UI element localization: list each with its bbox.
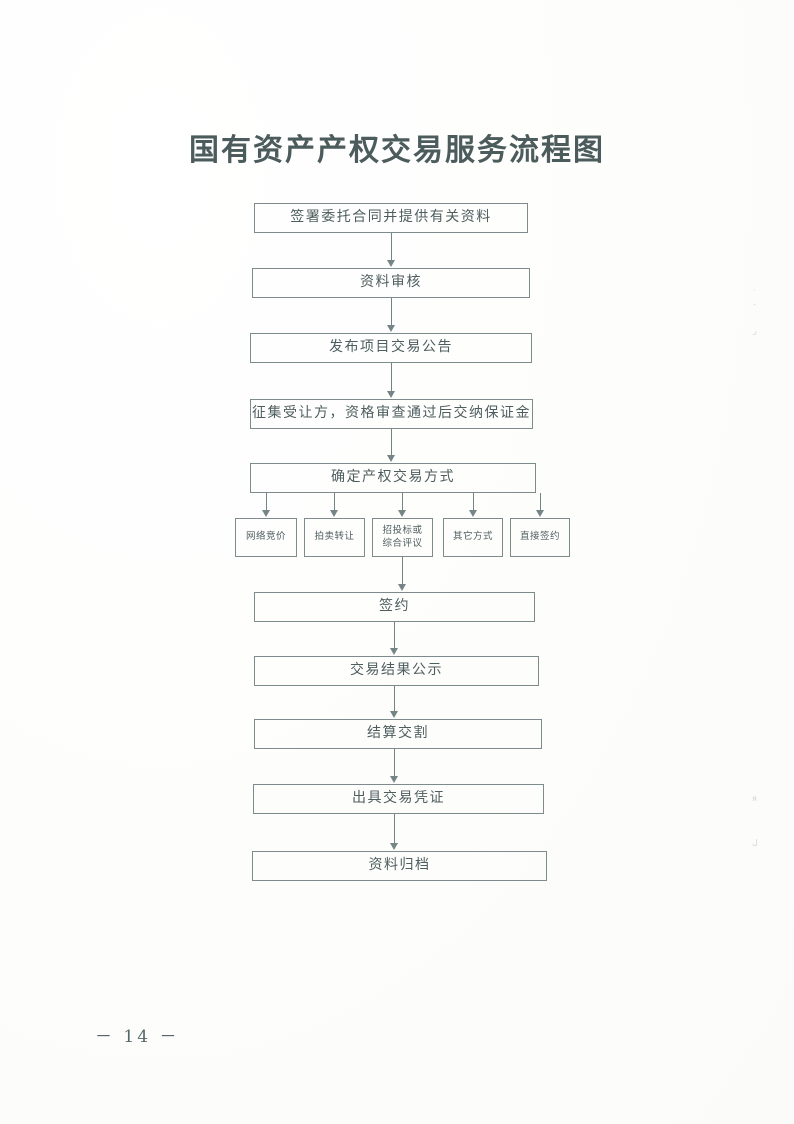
connector-step7-step8 bbox=[394, 686, 395, 712]
margin-mark-1: · bbox=[753, 286, 756, 295]
flow-node-step-7: 交易结果公示 bbox=[254, 656, 539, 686]
arrowhead-branch2 bbox=[329, 510, 338, 517]
arrowhead-step6 bbox=[397, 584, 406, 591]
flow-node-branch-4: 其它方式 bbox=[443, 518, 503, 557]
connector-step5-branch2 bbox=[334, 493, 335, 511]
arrowhead-step3 bbox=[387, 325, 395, 332]
margin-mark-3: ر bbox=[753, 326, 757, 335]
flow-node-branch-5: 直接签约 bbox=[510, 518, 570, 557]
arrowhead-step9 bbox=[389, 776, 398, 783]
flow-node-step-2: 资料审核 bbox=[252, 268, 530, 298]
arrowhead-step4 bbox=[387, 391, 395, 398]
arrowhead-branch3 bbox=[397, 510, 406, 517]
flow-node-branch-3: 招投标或 综合评议 bbox=[372, 518, 433, 557]
flow-node-step-8: 结算交割 bbox=[254, 719, 542, 749]
arrowhead-step7 bbox=[389, 648, 398, 655]
connector-step5-branch1 bbox=[266, 493, 267, 511]
arrowhead-step2 bbox=[387, 260, 395, 267]
connector-step4-step5 bbox=[391, 429, 392, 456]
flow-node-step-4: 征集受让方，资格审查通过后交纳保证金 bbox=[250, 399, 533, 429]
flow-node-branch-2: 拍卖转让 bbox=[304, 518, 365, 557]
connector-step8-step9 bbox=[394, 749, 395, 777]
connector-step9-step10 bbox=[394, 814, 395, 844]
connector-step5-branch5 bbox=[540, 493, 541, 511]
flow-node-step-1: 签署委托合同并提供有关资料 bbox=[254, 203, 528, 233]
connector-step1-step2 bbox=[391, 233, 392, 261]
arrowhead-branch4 bbox=[468, 510, 477, 517]
arrowhead-step10 bbox=[389, 843, 398, 850]
arrowhead-step5 bbox=[387, 455, 395, 462]
connector-step5-branch4 bbox=[473, 493, 474, 511]
arrowhead-branch1 bbox=[261, 510, 270, 517]
page-title: 国有资产产权交易服务流程图 bbox=[189, 133, 605, 168]
arrowhead-step8 bbox=[389, 711, 398, 718]
flow-node-step-3: 发布项目交易公告 bbox=[250, 333, 532, 363]
margin-mark-5: ل bbox=[752, 838, 758, 847]
connector-step6-step7 bbox=[394, 622, 395, 649]
page-number: － 14 － bbox=[95, 1027, 180, 1047]
flow-node-step-10: 资料归档 bbox=[252, 851, 547, 881]
branch-3-line-2: 综合评议 bbox=[382, 537, 423, 549]
flow-node-step-6: 签约 bbox=[254, 592, 535, 622]
flow-node-step-9: 出具交易凭证 bbox=[253, 784, 544, 814]
flow-node-branch-1: 网络竞价 bbox=[235, 518, 297, 557]
connector-step3-step4 bbox=[391, 363, 392, 392]
arrowhead-branch5 bbox=[535, 510, 544, 517]
flow-node-step-5: 确定产权交易方式 bbox=[250, 463, 536, 493]
margin-mark-4: я bbox=[752, 794, 757, 803]
margin-mark-2: - bbox=[753, 300, 756, 309]
connector-branch3-step6 bbox=[402, 557, 403, 585]
connector-step5-branch3 bbox=[402, 493, 403, 511]
branch-3-line-1: 招投标或 bbox=[382, 524, 423, 536]
connector-step2-step3 bbox=[391, 298, 392, 326]
